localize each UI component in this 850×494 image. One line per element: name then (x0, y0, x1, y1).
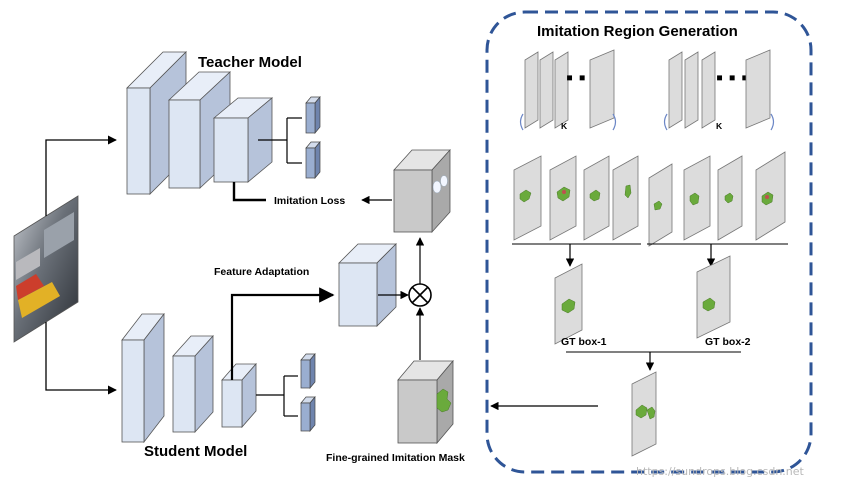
multiply-operator-icon (408, 283, 432, 307)
input-connections (45, 135, 117, 395)
student-heads (256, 375, 298, 417)
imitation-loss-feature-block (393, 148, 451, 234)
k-label-left: K (561, 121, 568, 131)
feature-adaptation-label: Feature Adaptation (214, 266, 309, 278)
anchor-set-right: ▪ ▪ ▪ K (663, 49, 775, 131)
gt-box-map-2: GT box-2 (696, 255, 751, 348)
teacher-head-reg (305, 141, 321, 179)
teacher-network: Teacher Model (126, 51, 321, 195)
merge-lines (566, 351, 741, 371)
region-generation-panel: Imitation Region Generation ▪ ▪ ▪ K ▪ ▪ … (485, 10, 813, 474)
svg-text:▪ ▪ ▪: ▪ ▪ ▪ (716, 67, 748, 89)
gt-box-2-label: GT box-2 (705, 336, 751, 348)
student-head-cls (300, 353, 316, 389)
student-model-title: Student Model (144, 443, 247, 460)
student-head-reg (300, 396, 316, 432)
anchor-set-left: ▪ ▪ ▪ K (519, 49, 617, 131)
teacher-to-loss-line (232, 182, 266, 202)
final-mask-map (631, 371, 657, 457)
teacher-model-title: Teacher Model (198, 54, 302, 71)
iou-maps-left (512, 155, 641, 267)
student-layer-1 (121, 312, 165, 444)
iou-maps-right (647, 151, 788, 267)
feature-adaptation-line (230, 287, 335, 380)
input-image (13, 195, 79, 343)
imitation-loss-label: Imitation Loss (274, 195, 345, 207)
region-generation-title: Imitation Region Generation (537, 23, 738, 40)
student-layer-2 (172, 334, 214, 434)
student-network: Student Model (121, 312, 316, 460)
student-layer-3 (221, 362, 257, 429)
watermark-text: https://sundrops.blog.csdn.net (636, 465, 805, 478)
teacher-head-cls (305, 96, 321, 134)
gt-box-1-label: GT box-1 (561, 336, 607, 348)
imitation-mask-block (397, 359, 454, 445)
imitation-mask-label: Fine-grained Imitation Mask (326, 452, 465, 464)
teacher-layer-2 (167, 71, 232, 189)
gt-box-map-1: GT box-1 (554, 263, 607, 348)
adapted-feature-block (338, 243, 397, 327)
teacher-heads (258, 117, 302, 164)
k-label-right: K (716, 121, 723, 131)
